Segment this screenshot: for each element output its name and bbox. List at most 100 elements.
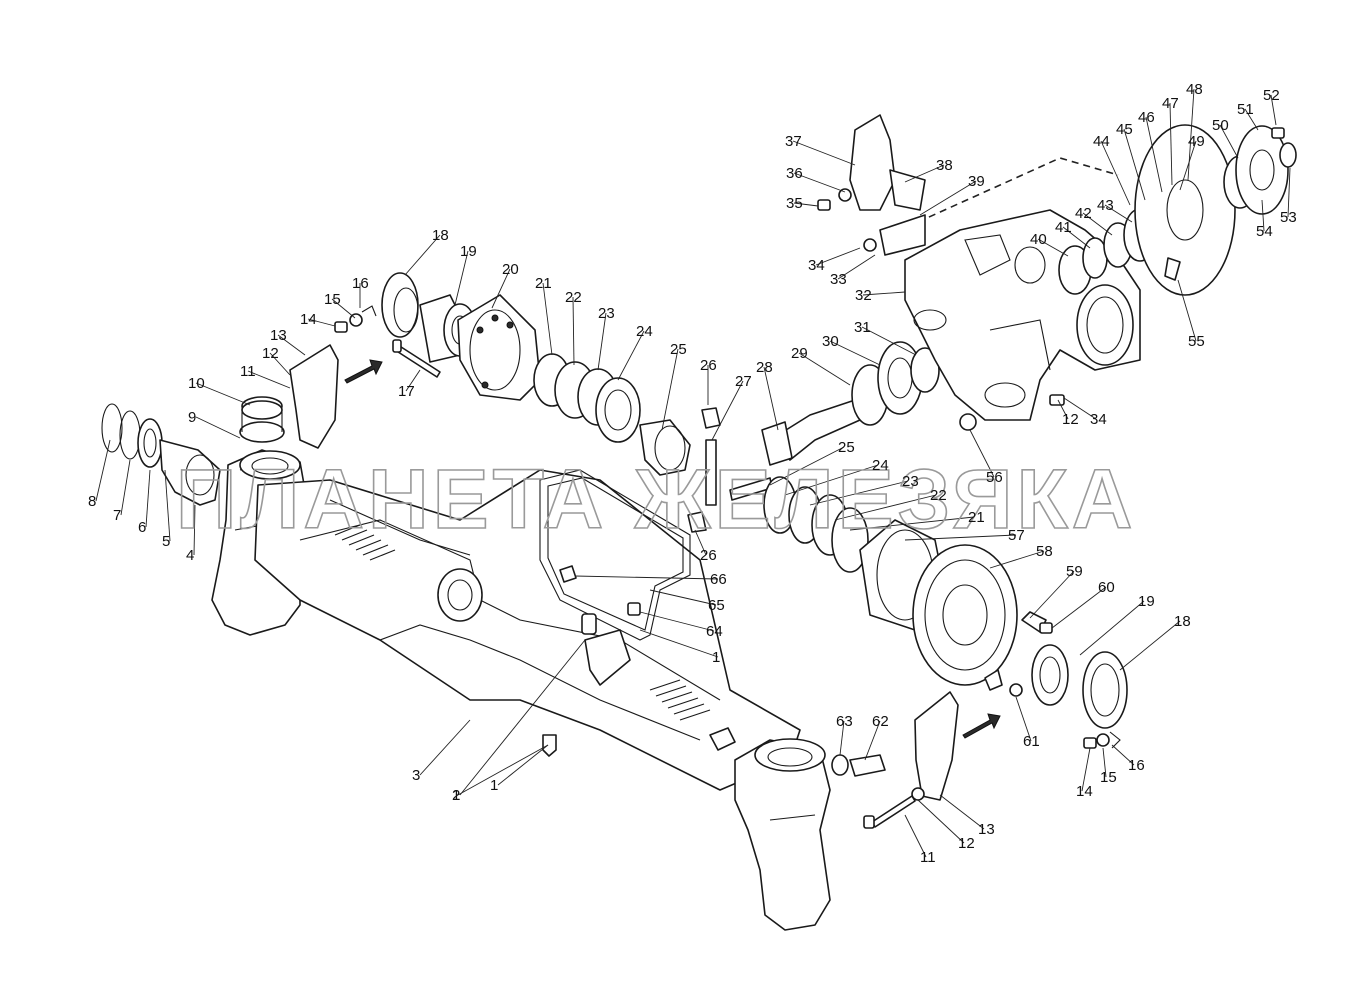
direction-arrows — [344, 359, 1001, 739]
callout-19: 19 — [460, 243, 477, 260]
leader-61 — [1015, 696, 1032, 742]
small-fasteners — [334, 305, 1121, 749]
leader-43 — [1104, 204, 1133, 223]
leader-23 — [597, 312, 607, 371]
callout-51: 51 — [1237, 101, 1254, 118]
callout-24: 24 — [636, 323, 653, 340]
callout-37: 37 — [785, 133, 802, 150]
callout-47: 47 — [1162, 95, 1179, 112]
callout-30: 30 — [822, 333, 839, 350]
leader-31 — [861, 326, 917, 356]
callout-58: 58 — [1036, 543, 1053, 560]
callout-35: 35 — [786, 195, 803, 212]
callout-10: 10 — [188, 375, 205, 392]
leader-8 — [95, 439, 111, 502]
leader-20 — [491, 268, 511, 309]
callout-1: 1 — [490, 777, 498, 794]
leader-12-b — [1057, 399, 1069, 420]
leader-44 — [1100, 140, 1131, 206]
callout-44: 44 — [1093, 133, 1110, 150]
differential-left — [381, 272, 773, 533]
callout-11-b: 11 — [920, 849, 936, 866]
leader-21 — [542, 282, 553, 356]
leader-38 — [904, 164, 945, 183]
leader-3 — [419, 719, 471, 776]
callout-25-b: 25 — [838, 439, 855, 456]
leader-55 — [1177, 279, 1197, 342]
leader-40 — [1037, 238, 1069, 257]
leader-4 — [193, 504, 196, 556]
callout-20: 20 — [502, 261, 519, 278]
callout-23-b: 23 — [902, 473, 919, 490]
leader-66 — [574, 575, 719, 580]
callout-15-b: 15 — [1100, 769, 1117, 786]
leader-50 — [1219, 124, 1239, 159]
leader-lines — [95, 88, 1291, 858]
leader-22 — [572, 296, 575, 366]
callout-14: 14 — [300, 311, 317, 328]
callout-29: 29 — [791, 345, 808, 362]
callout-62: 62 — [872, 713, 889, 730]
callout-19-b: 19 — [1138, 593, 1155, 610]
leader-30 — [829, 340, 881, 366]
callout-27: 27 — [735, 373, 752, 390]
callout-66: 66 — [710, 571, 727, 588]
leader-24-b — [784, 464, 879, 496]
callout-3: 3 — [412, 767, 420, 784]
leader-59 — [1029, 570, 1075, 619]
callout-43: 43 — [1097, 197, 1114, 214]
callout-46: 46 — [1138, 109, 1155, 126]
leader-34-b — [1063, 397, 1097, 420]
flange-gasket — [539, 469, 691, 641]
differential-right — [763, 476, 1018, 686]
callout-4: 4 — [186, 547, 194, 564]
leader-39 — [919, 180, 977, 216]
watermark: ПЛАНЕТА ЖЕЛЕЗЯКА — [176, 452, 1136, 546]
leader-18 — [404, 234, 441, 276]
leader-37 — [792, 140, 856, 166]
pinion-group — [761, 341, 940, 466]
callout-22-b: 22 — [930, 487, 947, 504]
leader-18-b — [1119, 620, 1181, 671]
leader-64 — [639, 611, 715, 632]
leader-25-b — [769, 446, 845, 486]
leader-13 — [277, 334, 306, 356]
leader-33 — [837, 254, 876, 280]
leader-21-b — [849, 516, 975, 531]
callout-16: 16 — [352, 275, 369, 292]
callout-25: 25 — [670, 341, 687, 358]
leader-22-b — [834, 494, 937, 521]
callout-26-b: 26 — [700, 547, 717, 564]
leader-12-b — [917, 799, 965, 844]
leader-19 — [454, 250, 469, 306]
leader-19-b — [1079, 600, 1145, 656]
callout-26: 26 — [700, 357, 717, 374]
leader-63 — [839, 720, 845, 756]
callout-6: 6 — [138, 519, 146, 536]
bearing-caps — [289, 344, 959, 801]
callout-59: 59 — [1066, 563, 1083, 580]
leader-56 — [969, 429, 995, 478]
callout-16-b: 16 — [1128, 757, 1145, 774]
leader-60 — [1051, 586, 1107, 629]
brake-parts — [817, 114, 1297, 431]
leader-25 — [661, 348, 679, 431]
callout-57: 57 — [1008, 527, 1025, 544]
callout-21: 21 — [535, 275, 552, 292]
callout-36: 36 — [786, 165, 803, 182]
leader-48 — [1187, 88, 1195, 181]
leader-14 — [307, 318, 336, 327]
leader-45 — [1123, 128, 1146, 201]
callout-9: 9 — [188, 409, 196, 426]
leader-58 — [989, 550, 1045, 569]
leader-35 — [793, 202, 819, 207]
callout-1-b: 1 — [712, 649, 720, 666]
long-bolts — [392, 339, 925, 829]
callout-11: 11 — [240, 363, 256, 380]
leader-24 — [617, 330, 645, 381]
callout-49: 49 — [1188, 133, 1205, 150]
leader-47 — [1169, 102, 1173, 186]
leader-54 — [1261, 199, 1265, 232]
leader-5 — [164, 469, 171, 542]
callout-15: 15 — [324, 291, 341, 308]
